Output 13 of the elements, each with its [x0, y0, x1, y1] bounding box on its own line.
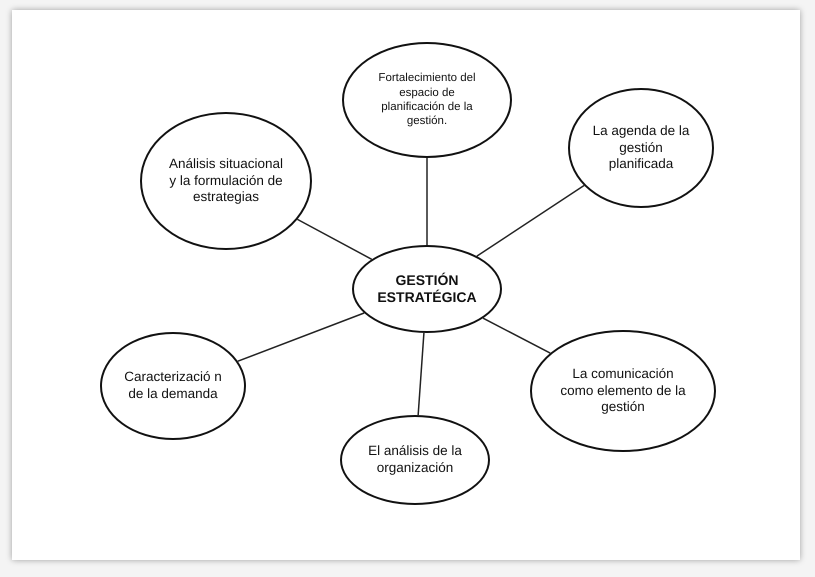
connector-line	[482, 318, 550, 354]
node-label: GESTIÓN ESTRATÉGICA	[376, 272, 478, 306]
connector-line	[238, 312, 364, 362]
connector-line	[426, 158, 428, 245]
node-label: El análisis de la organización	[367, 443, 463, 477]
node-label: Caracterizació n de la demanda	[123, 369, 223, 403]
node-label: La agenda de la gestión planificada	[592, 122, 690, 174]
node-label: Análisis situacional y la formulación de estrategias	[168, 156, 284, 206]
node-label: Fortalecimiento del espacio de planificación de la gestión.	[377, 71, 477, 129]
connector-line	[417, 332, 425, 416]
connector-line	[297, 218, 372, 260]
connector-line	[476, 184, 584, 257]
node-label: La comunicación como elemento de la gestión	[560, 366, 686, 416]
